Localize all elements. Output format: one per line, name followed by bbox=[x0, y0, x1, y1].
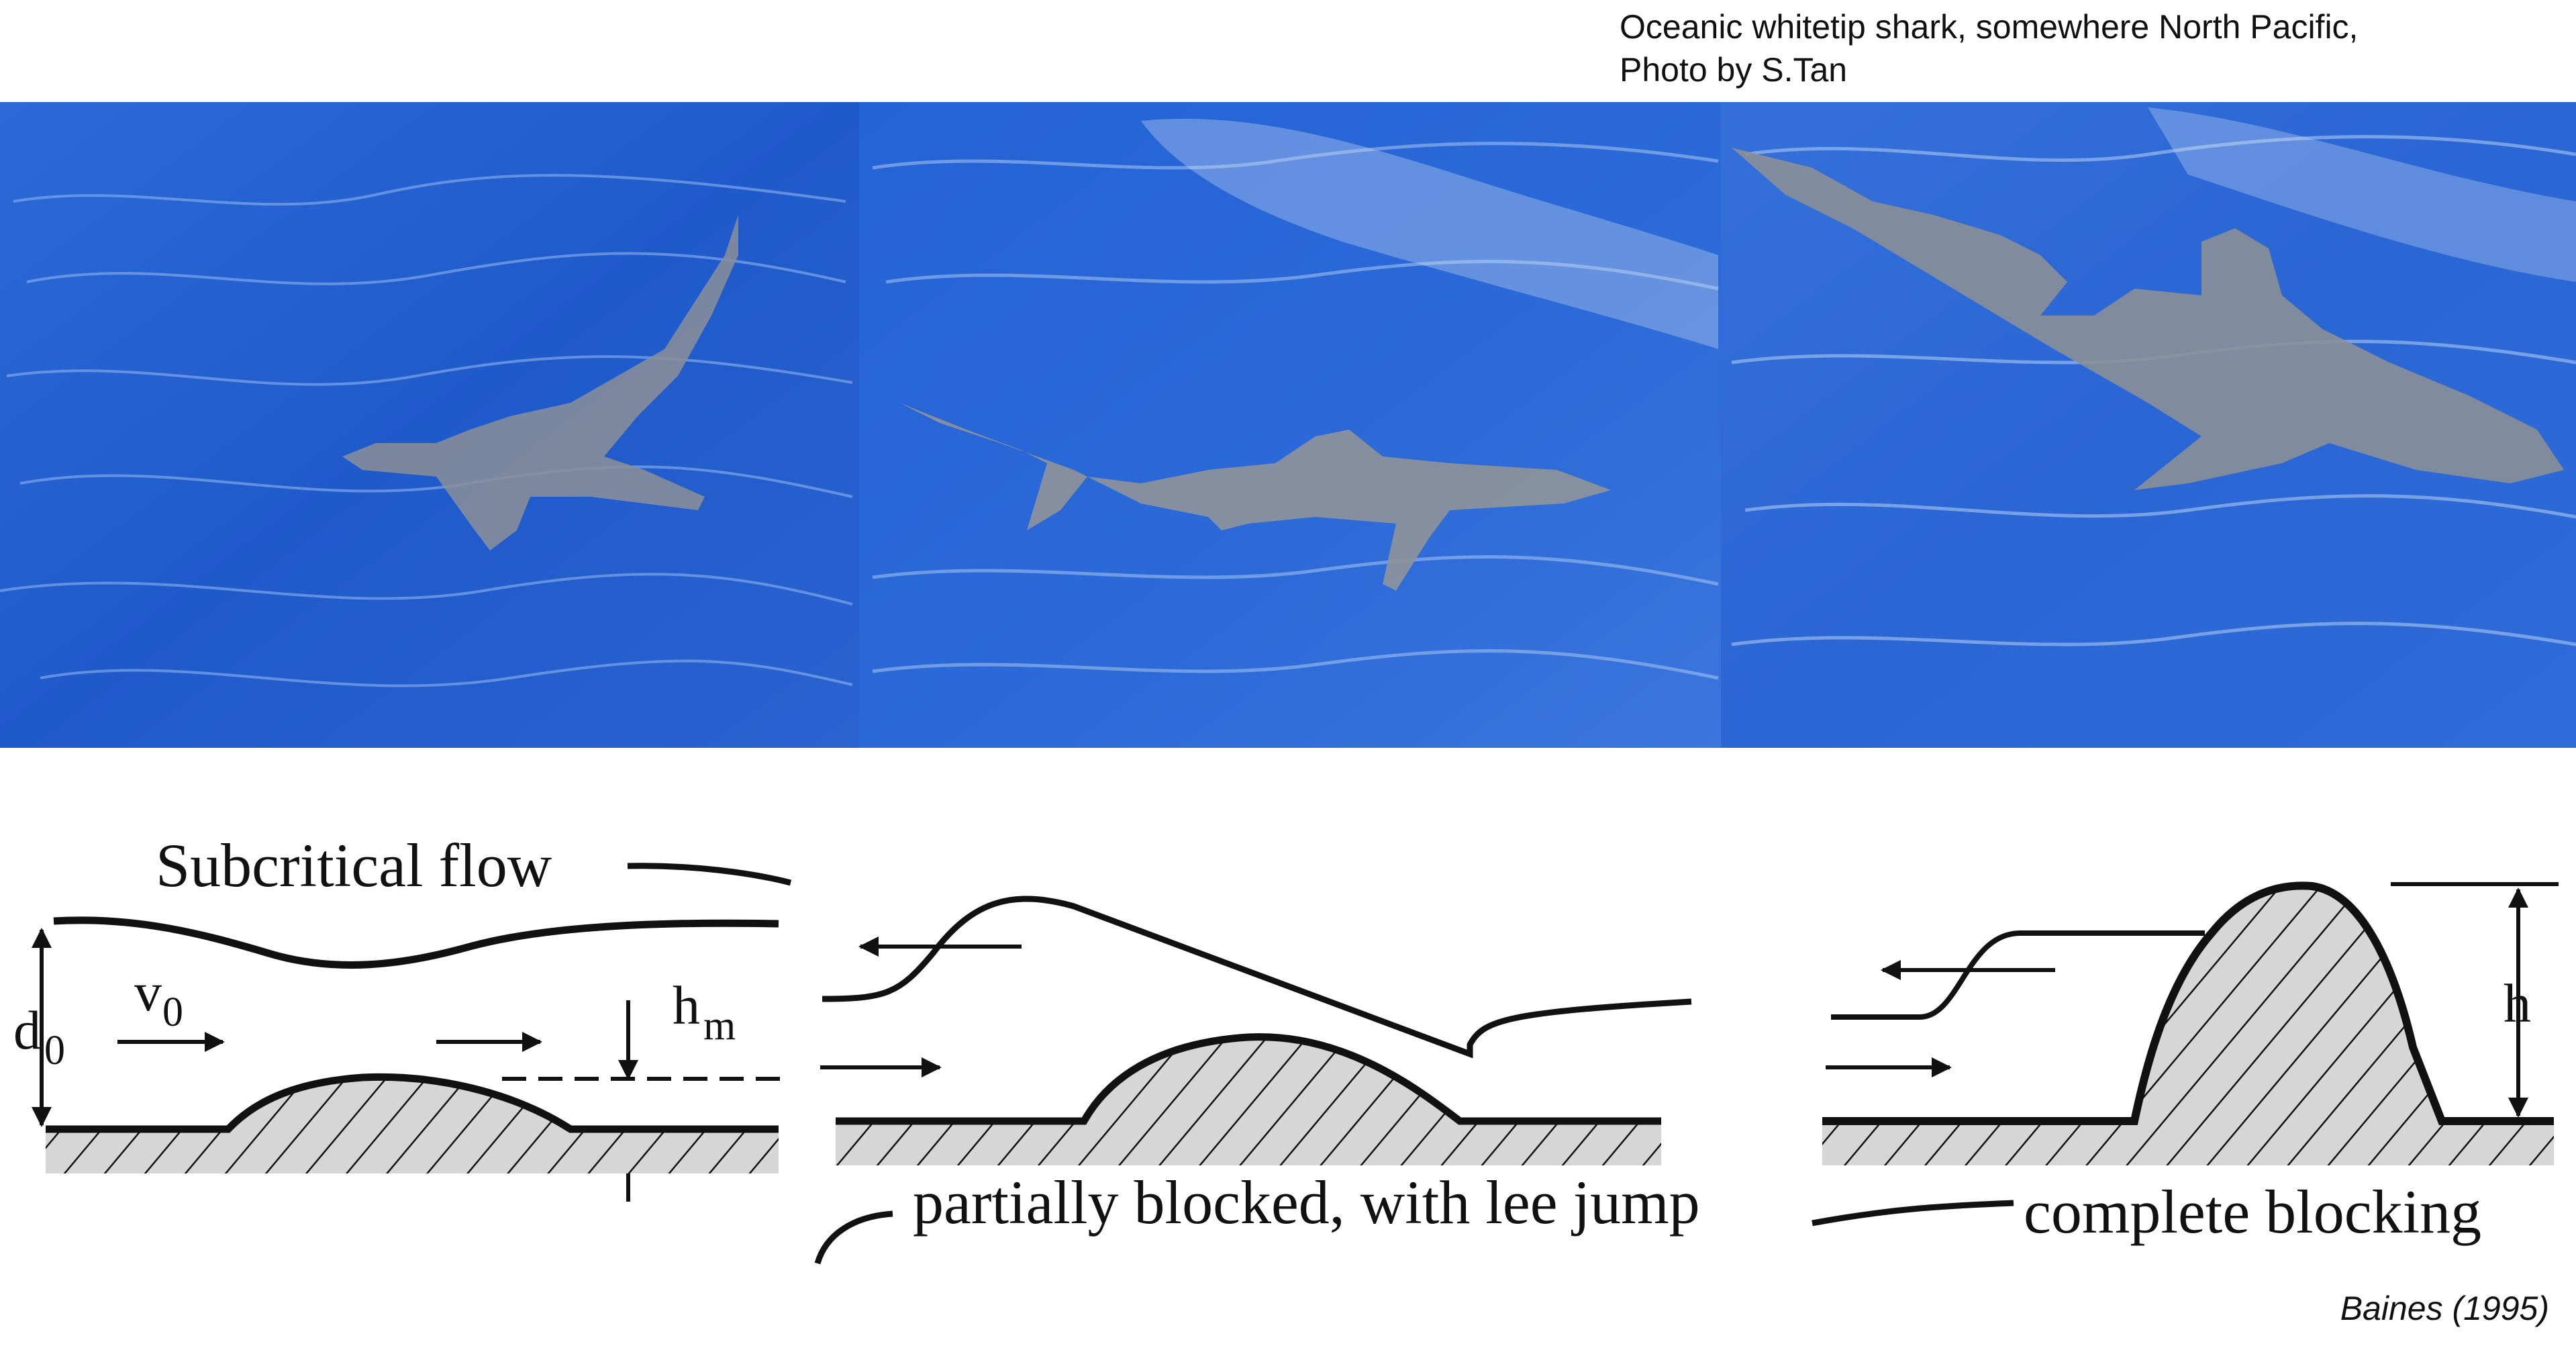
panel-blocking: h complete blocking bbox=[1812, 881, 2559, 1246]
velocity-label-v: v bbox=[134, 961, 162, 1022]
obstacle-profile-blocking bbox=[1822, 881, 2554, 1125]
leader-line-subcritical bbox=[627, 863, 792, 886]
caption-line-1: Oceanic whitetip shark, somewhere North … bbox=[1620, 8, 2359, 46]
free-surface-lee-jump bbox=[822, 896, 1692, 1059]
shark-silhouette-3 bbox=[1732, 148, 2564, 490]
height-label-h: h bbox=[673, 975, 700, 1036]
obstacle-profile-lee-jump bbox=[836, 1033, 1661, 1125]
panel-subcritical: Subcritical flow d 0 v 0 h m bbox=[13, 831, 792, 1202]
depth-subscript-0: 0 bbox=[44, 1028, 65, 1073]
ground-blocking bbox=[1822, 885, 2554, 1165]
leader-line-blocking bbox=[1812, 1200, 2014, 1226]
panel-blocking-title: complete blocking bbox=[2024, 1177, 2481, 1246]
shark-photo-1 bbox=[0, 102, 859, 748]
height-subscript-m: m bbox=[703, 1003, 736, 1049]
shark-silhouette-2 bbox=[899, 403, 1611, 591]
obstacle-profile-subcritical bbox=[46, 1073, 779, 1133]
free-surface-subcritical bbox=[53, 916, 779, 969]
photo-caption: Oceanic whitetip shark, somewhere North … bbox=[1620, 5, 2573, 91]
caption-line-2: Photo by S.Tan bbox=[1620, 51, 1848, 89]
shark-photo-2 bbox=[859, 102, 1721, 748]
ground-subcritical bbox=[46, 1077, 779, 1173]
depth-label-d: d bbox=[13, 1000, 41, 1061]
panel-lee-jump-title: partially blocked, with lee jump bbox=[913, 1168, 1700, 1237]
shark-photo-3 bbox=[1721, 102, 2576, 748]
leader-line-lee-jump bbox=[814, 1210, 893, 1265]
panel-subcritical-title: Subcritical flow bbox=[156, 831, 552, 900]
free-surface-blocking bbox=[1831, 930, 2205, 1020]
panel-lee-jump: partially blocked, with lee jump bbox=[814, 896, 1700, 1265]
height-label-blocking: h bbox=[2504, 973, 2531, 1034]
ground-lee-jump bbox=[836, 1037, 1661, 1165]
shark-silhouette-1 bbox=[342, 215, 738, 550]
velocity-subscript-0: 0 bbox=[162, 990, 183, 1035]
source-citation: Baines (1995) bbox=[2340, 1290, 2549, 1327]
